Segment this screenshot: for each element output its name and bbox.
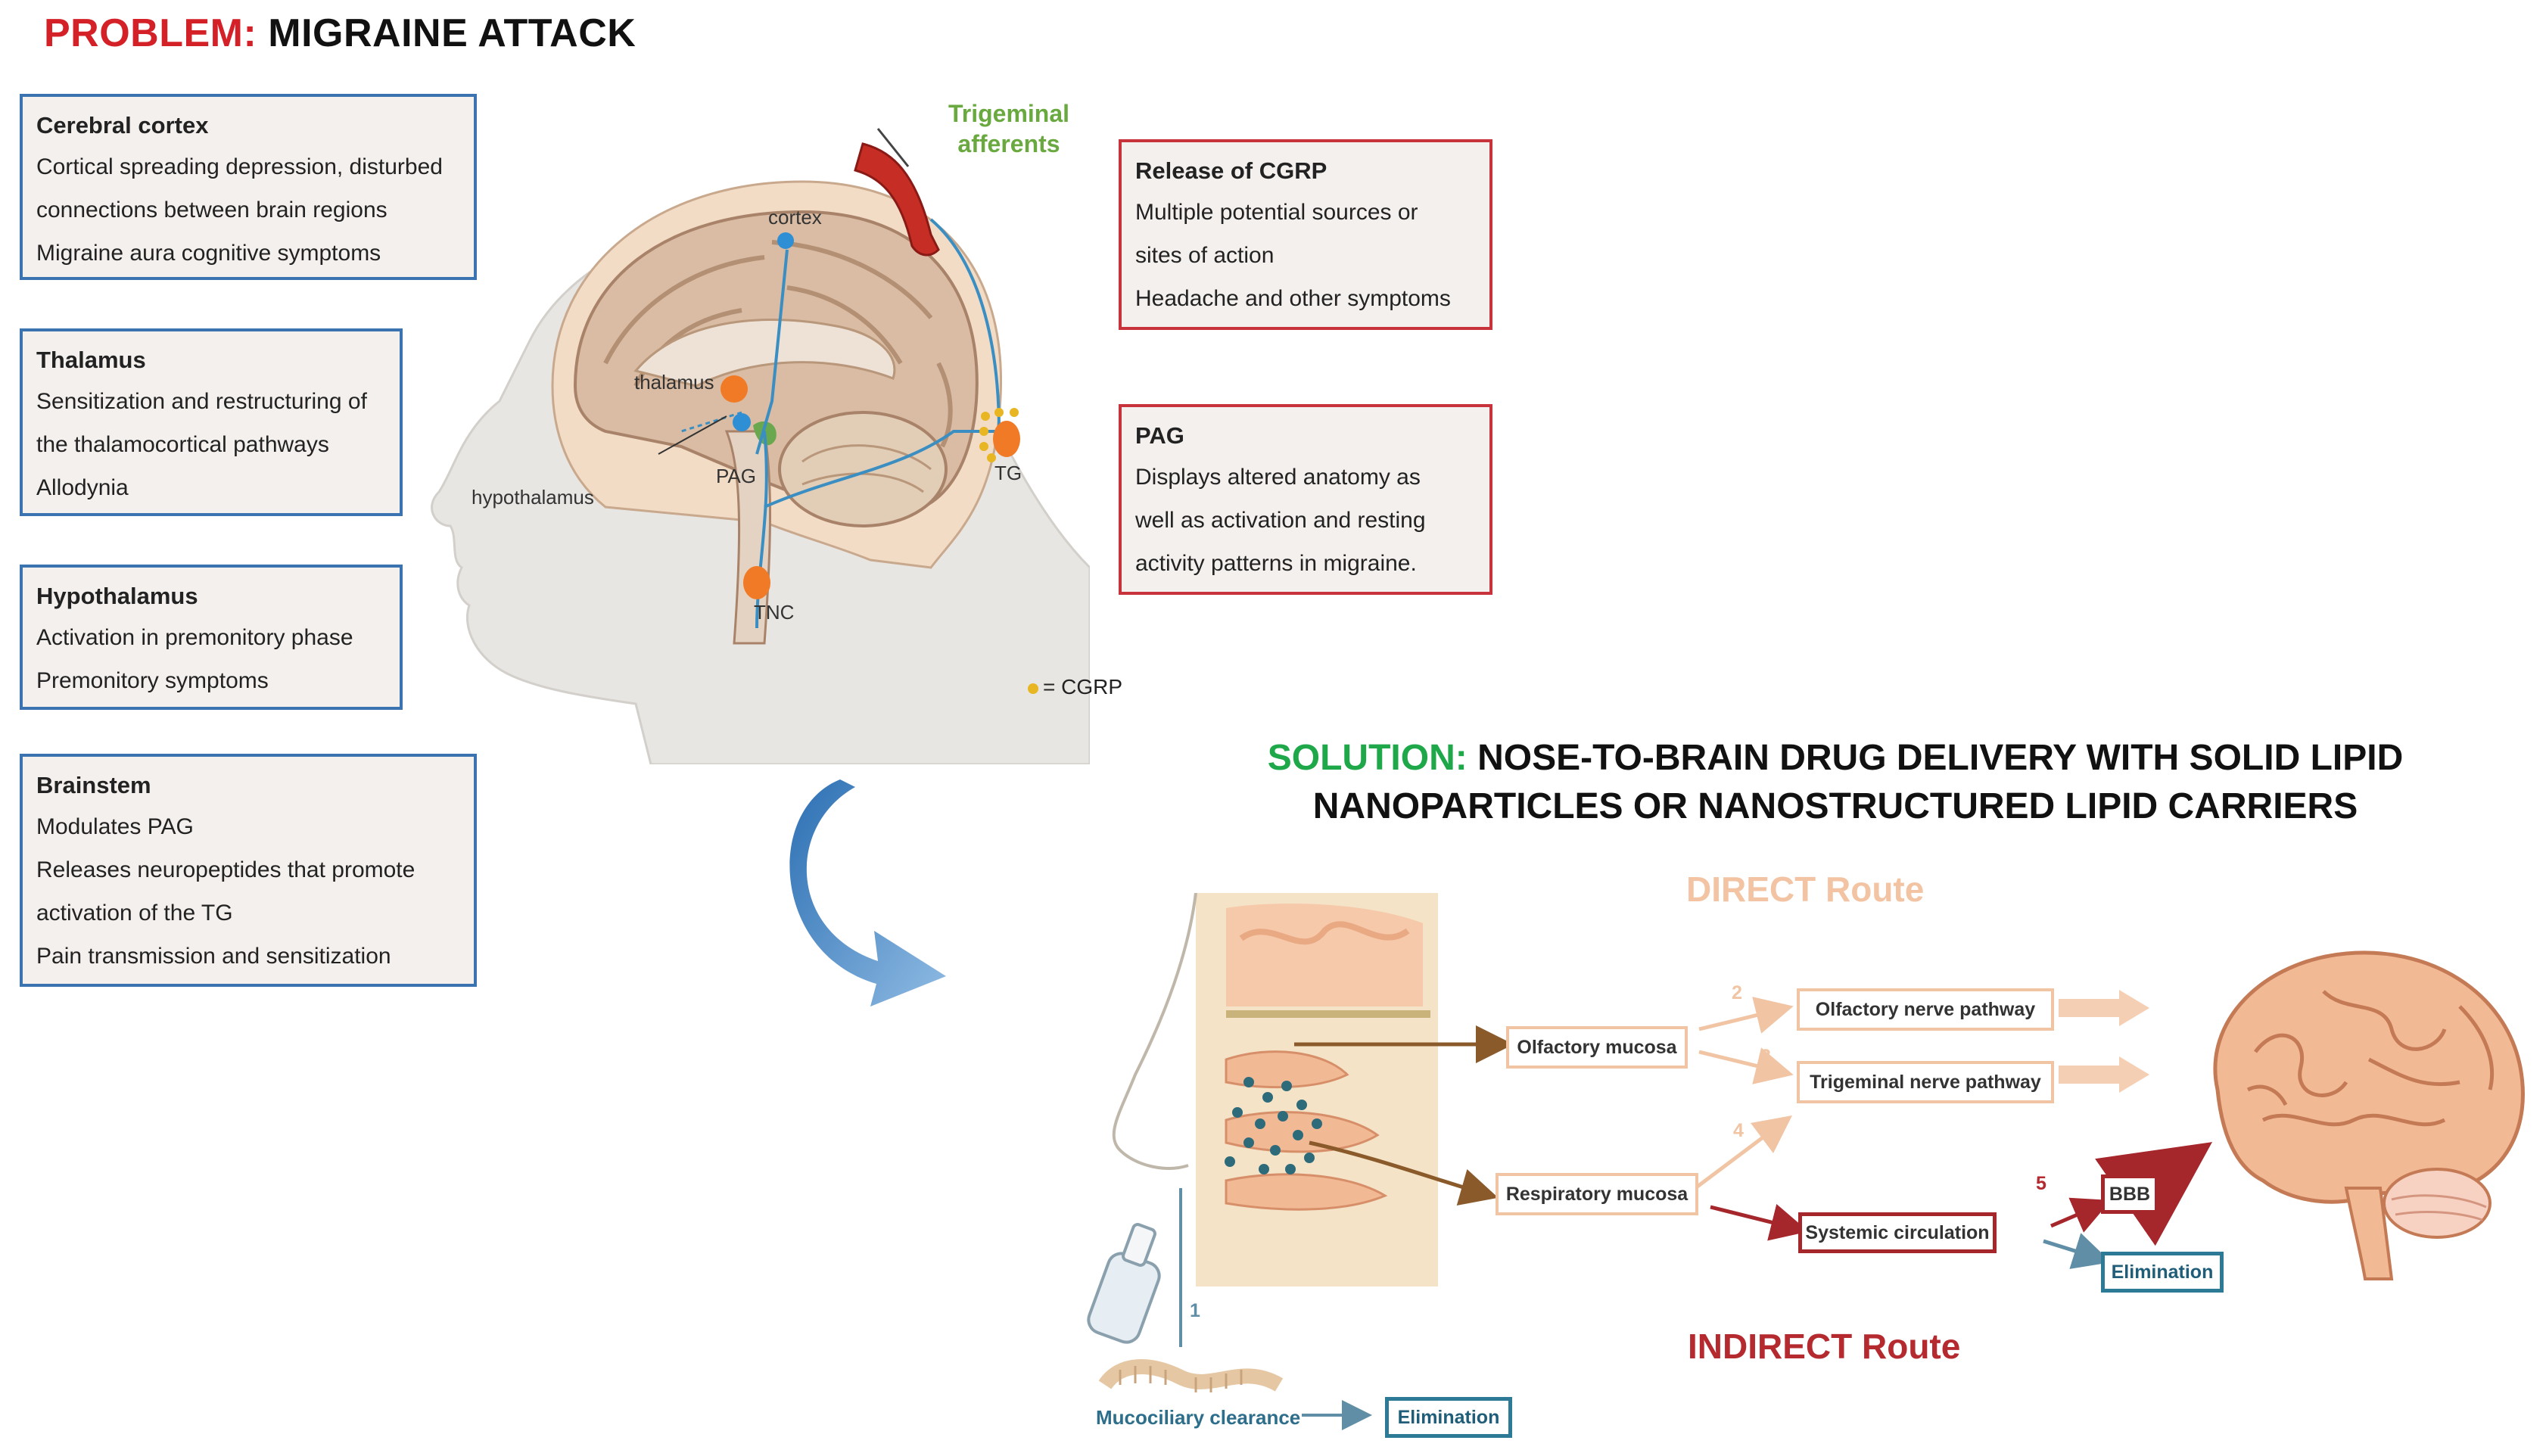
hypothalamus-label: hypothalamus — [472, 486, 594, 509]
tg-node — [993, 421, 1020, 457]
tnc-label: TNC — [754, 601, 795, 624]
thalamus-box-line: Sensitization and restructuring of — [36, 389, 367, 414]
cgrp-box-line: Multiple potential sources or — [1135, 200, 1418, 225]
nasal-cavity-illustration — [1075, 893, 1438, 1438]
solution-title-line1: NOSE-TO-BRAIN DRUG DELIVERY WITH SOLID L… — [1477, 738, 2404, 778]
bbb-box: BBB — [2101, 1174, 2158, 1214]
cortex-box-heading: Cerebral cortex — [36, 112, 209, 138]
pag-box-line: activity patterns in migraine. — [1135, 551, 1417, 576]
problem-heading: MIGRAINE ATTACK — [268, 11, 636, 55]
brainstem-box-line: Pain transmission and sensitization — [36, 944, 391, 969]
head-brain-illustration — [431, 128, 1090, 764]
systemic-circulation-box: Systemic circulation — [1798, 1212, 1997, 1253]
solution-title-line2: NANOPARTICLES OR NANOSTRUCTURED LIPID CA… — [1312, 786, 2358, 826]
cgrp-box: Release of CGRP Multiple potential sourc… — [1119, 139, 1492, 330]
blood-vessel — [854, 142, 940, 257]
problem-label: PROBLEM: — [44, 11, 257, 55]
cgrp-box-line: sites of action — [1135, 243, 1275, 268]
cgrp-dot-icon — [1028, 683, 1038, 694]
tnc-node — [743, 566, 770, 599]
step-number-2: 2 — [1732, 982, 1742, 1003]
brainstem-box-heading: Brainstem — [36, 772, 151, 798]
cortex-box: Cerebral cortex Cortical spreading depre… — [20, 94, 477, 280]
thalamus-box: Thalamus Sensitization and restructuring… — [20, 328, 403, 516]
olfactory-mucosa-box: Olfactory mucosa — [1506, 1026, 1688, 1069]
thalamus-node — [721, 375, 748, 403]
pathway-arrows — [1294, 990, 2213, 1430]
cortex-box-line: Migraine aura cognitive symptoms — [36, 241, 381, 266]
cgrp-box-heading: Release of CGRP — [1135, 157, 1327, 184]
thalamus-box-heading: Thalamus — [36, 347, 146, 373]
cerebellum-shape — [778, 411, 948, 527]
elimination-box: Elimination — [2101, 1252, 2224, 1293]
hypothalamus-box-heading: Hypothalamus — [36, 583, 198, 609]
mucociliary-clearance-label: Mucociliary clearance — [1096, 1406, 1301, 1429]
pag-box-line: well as activation and resting — [1135, 508, 1426, 533]
cgrp-box-line: Headache and other symptoms — [1135, 286, 1451, 311]
pag-node — [733, 413, 751, 431]
step-number-4: 4 — [1733, 1120, 1744, 1141]
elimination-box-mucociliary: Elimination — [1385, 1397, 1512, 1438]
cortex-label: cortex — [768, 206, 822, 229]
trigeminal-afferents-label: Trigeminal afferents — [948, 100, 1070, 157]
solution-label: SOLUTION: — [1267, 738, 1468, 778]
indirect-route-label: INDIRECT Route — [1688, 1327, 1961, 1366]
curved-arrow-icon — [789, 779, 946, 1006]
thalamus-box-line: Allodynia — [36, 475, 129, 500]
nasal-spray-bottle — [1087, 1223, 1161, 1344]
cortex-box-line: Cortical spreading depression, disturbed — [36, 154, 443, 179]
step-number-3: 3 — [1760, 1046, 1771, 1067]
solution-title: SOLUTION: NOSE-TO-BRAIN DRUG DELIVERY WI… — [1192, 734, 2479, 831]
brainstem-box-line: Modulates PAG — [36, 814, 194, 839]
brainstem-box-line: Releases neuropeptides that promote — [36, 857, 416, 882]
respiratory-mucosa-box: Respiratory mucosa — [1496, 1173, 1698, 1215]
cortex-node — [777, 232, 794, 249]
hypothalamus-box-line: Activation in premonitory phase — [36, 625, 353, 650]
pag-box-line: Displays altered anatomy as — [1135, 465, 1421, 490]
step-number-1: 1 — [1190, 1300, 1200, 1321]
brainstem-box: Brainstem Modulates PAG Releases neurope… — [20, 754, 477, 987]
step-number-5: 5 — [2036, 1173, 2046, 1194]
hypothalamus-box-line: Premonitory symptoms — [36, 668, 269, 693]
pag-box: PAG Displays altered anatomy as well as … — [1119, 404, 1492, 595]
brain-illustration — [2213, 950, 2525, 1280]
cgrp-legend: = CGRP — [1028, 675, 1122, 699]
thalamus-label: thalamus — [634, 371, 714, 394]
pag-box-heading: PAG — [1135, 422, 1184, 449]
brainstem-box-line: activation of the TG — [36, 901, 233, 926]
cortex-box-line: connections between brain regions — [36, 198, 388, 222]
trigeminal-nerve-pathway-box: Trigeminal nerve pathway — [1797, 1061, 2054, 1103]
tg-label: TG — [994, 462, 1022, 484]
cgrp-legend-text: = CGRP — [1043, 675, 1123, 698]
direct-route-label: DIRECT Route — [1686, 870, 1925, 909]
hypothalamus-box: Hypothalamus Activation in premonitory p… — [20, 565, 403, 710]
thalamus-box-line: the thalamocortical pathways — [36, 432, 329, 457]
problem-title: PROBLEM: MIGRAINE ATTACK — [44, 11, 636, 56]
pag-label: PAG — [716, 465, 756, 487]
olfactory-nerve-pathway-box: Olfactory nerve pathway — [1797, 988, 2054, 1031]
